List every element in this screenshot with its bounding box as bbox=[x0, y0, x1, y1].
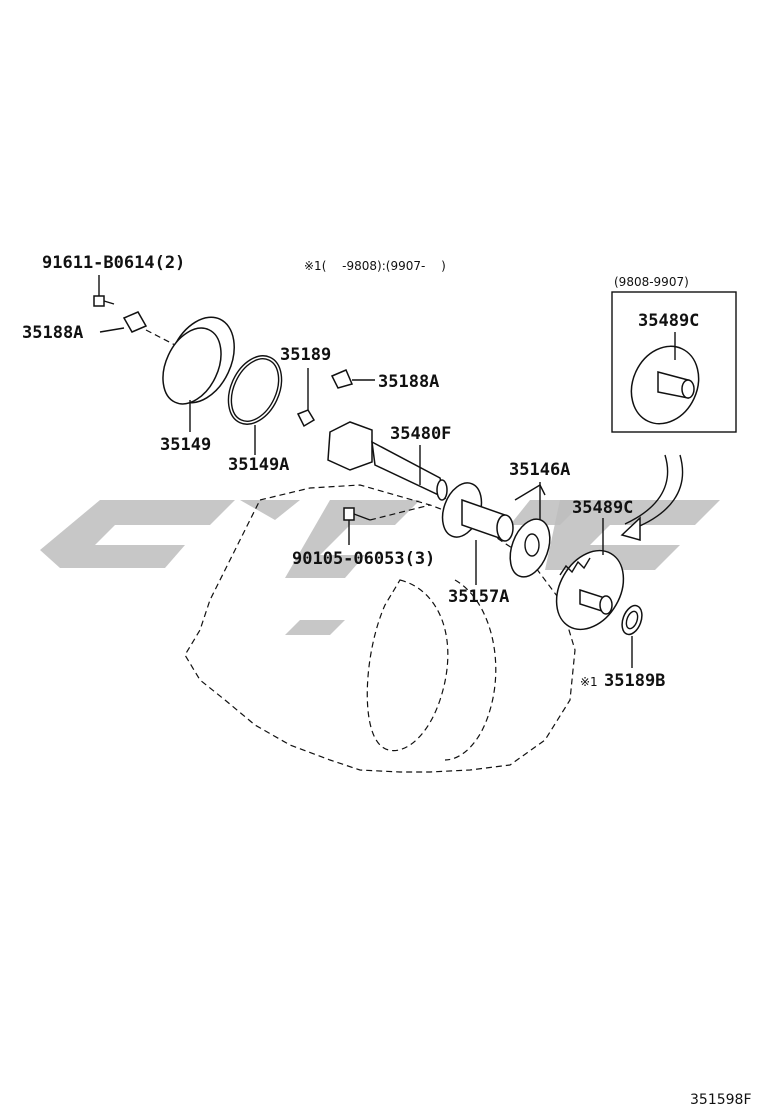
arrow-inset-to-gear bbox=[620, 454, 684, 541]
label-oring-35149a: 35149A bbox=[228, 455, 289, 475]
label-washer-mark: ※1 bbox=[580, 675, 598, 689]
label-clip-35188a-left: 35188A bbox=[22, 323, 83, 343]
clip-35188a-right bbox=[330, 369, 375, 389]
label-gear-35489c: 35489C bbox=[572, 498, 633, 518]
label-bolt-91611: 91611-B0614(2) bbox=[42, 253, 185, 273]
label-plug-35189: 35189 bbox=[280, 345, 331, 365]
inset-range-label: (9808-9907) bbox=[614, 275, 689, 289]
washer-35189b bbox=[621, 604, 643, 668]
watermark-logo bbox=[40, 500, 720, 635]
note-serial-range: ※1( -9808):(9907- ) bbox=[304, 259, 446, 273]
plate-35146a bbox=[509, 482, 551, 578]
label-plate-35146a: 35146A bbox=[509, 460, 570, 480]
inset-box bbox=[611, 291, 737, 433]
cover-35149 bbox=[162, 316, 235, 432]
sleeve-35157a bbox=[441, 482, 514, 585]
clip-35188a-left bbox=[99, 311, 176, 346]
label-washer-35189b: 35189B bbox=[604, 671, 665, 691]
label-bolt-90105: 90105-06053(3) bbox=[292, 549, 435, 569]
label-cover-35149: 35149 bbox=[160, 435, 211, 455]
shaft-35480f bbox=[327, 421, 448, 501]
label-clip-35188a-right: 35188A bbox=[378, 372, 439, 392]
label-sleeve-35157a: 35157A bbox=[448, 587, 509, 607]
oring-35149a bbox=[227, 355, 283, 455]
plug-35189 bbox=[296, 368, 316, 428]
label-shaft-35480f: 35480F bbox=[390, 424, 451, 444]
gear-35489c bbox=[555, 518, 625, 631]
figure-id: 351598F bbox=[690, 1092, 752, 1108]
bolt-91611 bbox=[93, 275, 115, 307]
transmission-case bbox=[184, 484, 576, 773]
bolt-90105 bbox=[343, 504, 431, 545]
label-gear-inset-35489c: 35489C bbox=[638, 311, 699, 331]
